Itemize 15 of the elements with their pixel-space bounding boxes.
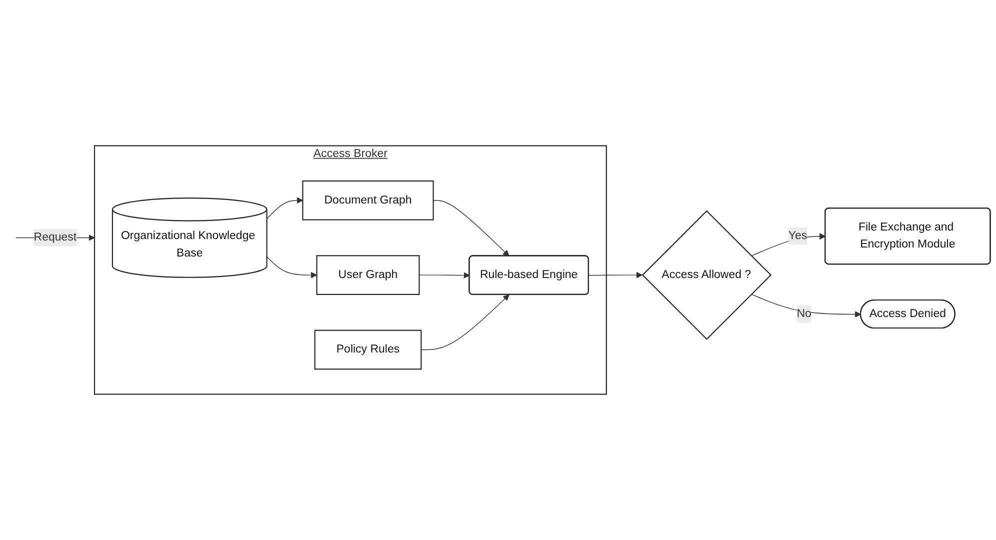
arrow bbox=[588, 272, 643, 278]
arrow bbox=[418, 272, 470, 278]
arrow bbox=[420, 294, 510, 350]
node-box: Policy Rules bbox=[314, 330, 422, 370]
edge-label: No bbox=[796, 308, 812, 320]
arrow bbox=[266, 256, 318, 278]
arrow bbox=[432, 200, 510, 256]
node-diamond: Access Allowed ? bbox=[642, 210, 772, 340]
edge-label: Yes bbox=[788, 230, 808, 242]
arrow bbox=[750, 294, 862, 318]
arrow bbox=[750, 233, 826, 256]
node-box: User Graph bbox=[316, 255, 420, 295]
arrow bbox=[266, 197, 303, 220]
edge-label: Request bbox=[34, 231, 77, 244]
node-box: Document Graph bbox=[302, 180, 434, 220]
